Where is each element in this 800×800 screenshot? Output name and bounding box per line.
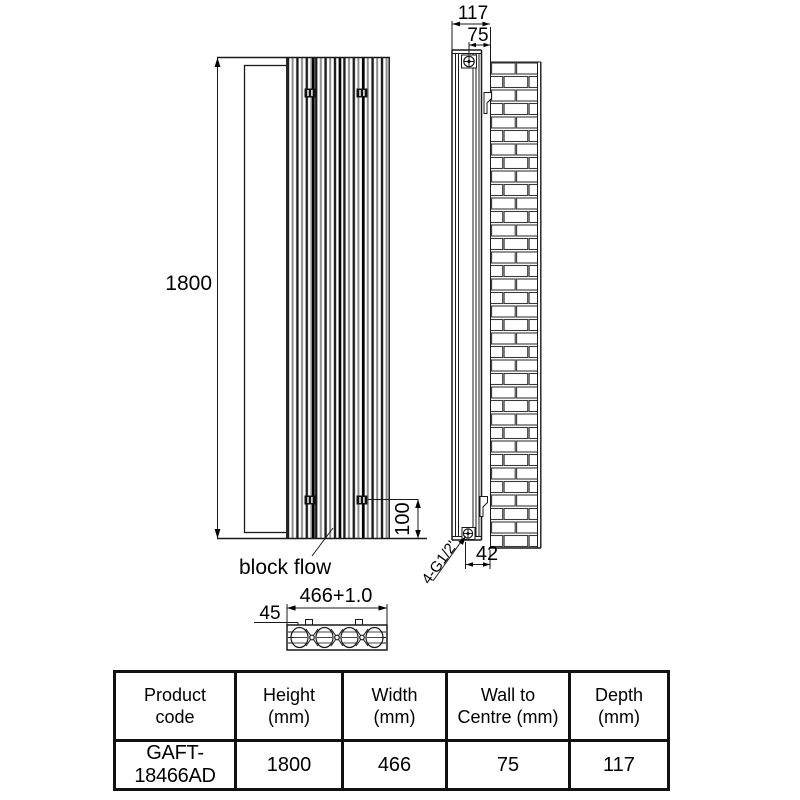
value-height: 1800 <box>234 739 344 791</box>
top-section-view: 466+1.0 45 <box>254 585 388 651</box>
side-view: 117 75 42 4-G1/2' <box>418 3 542 587</box>
front-view: 1800 100 block flow <box>165 56 427 579</box>
header-height: Height(mm) <box>234 670 344 742</box>
bottom-dimension-label: 42 <box>476 543 498 565</box>
connection-callout: 4-G1/2' <box>418 536 466 587</box>
value-depth: 117 <box>568 739 670 791</box>
connection-label: 4-G1/2' <box>418 538 460 588</box>
width-dimension-label: 466+1.0 <box>300 585 373 607</box>
header-width: Width(mm) <box>341 670 448 742</box>
value-product-code: GAFT-18466AD <box>113 739 237 791</box>
value-width: 466 <box>341 739 448 791</box>
bottom-wall-hook <box>479 496 488 517</box>
section-profile <box>286 619 388 651</box>
block-flow-label: block flow <box>239 556 332 579</box>
bracket-offset-dimension: 100 <box>368 499 421 539</box>
depth-dimension-label: 117 <box>458 3 488 24</box>
brick-wall <box>490 27 542 549</box>
radiator-side-profile <box>451 49 483 541</box>
height-dimension-label: 1800 <box>165 272 212 295</box>
value-wall-to-centre: 75 <box>445 739 571 791</box>
section-tubes <box>290 626 384 649</box>
radiator-fins <box>286 57 390 539</box>
mounting-brackets <box>304 88 368 505</box>
top-valve <box>461 54 477 69</box>
width-dimension: 466+1.0 <box>286 585 388 625</box>
block-flow-callout: block flow <box>239 527 334 579</box>
bottom-valve <box>461 527 476 540</box>
spec-table-data-row: GAFT-18466AD 1800 466 75 117 <box>113 739 670 791</box>
depth-dimension: 117 <box>451 3 490 50</box>
bottom-dimension: 42 <box>465 542 498 569</box>
top-wall-hook <box>483 92 492 114</box>
height-dimension: 1800 <box>165 57 221 539</box>
bracket-offset-label: 100 <box>392 502 414 535</box>
wall-to-centre-dimension: 75 <box>467 25 490 55</box>
tab-dimension-label: 45 <box>259 603 280 624</box>
header-depth: Depth(mm) <box>568 670 670 742</box>
wall-to-centre-label: 75 <box>467 25 488 46</box>
